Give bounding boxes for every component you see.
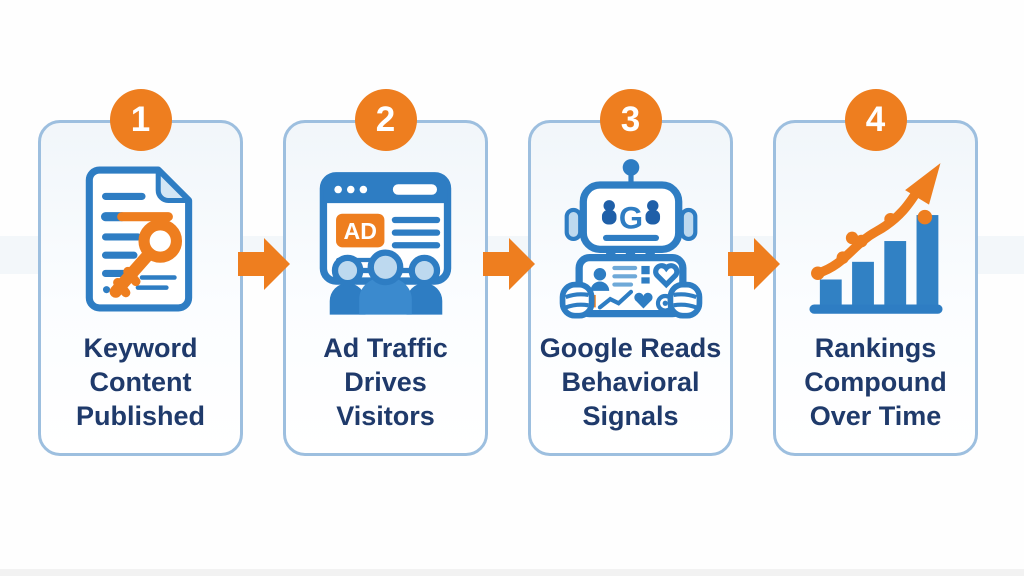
step-2-label: Ad Traffic Drives Visitors bbox=[286, 331, 485, 433]
robot-hands bbox=[559, 281, 702, 319]
step-4-label: Rankings Compound Over Time bbox=[776, 331, 975, 433]
arrow-head bbox=[904, 163, 940, 205]
step-1-number-badge: 1 bbox=[109, 89, 172, 151]
google-robot-signals-icon: G bbox=[552, 159, 710, 319]
step-card-4: 4 bbox=[773, 89, 978, 456]
ad-browser-visitors-icon: AD bbox=[307, 161, 465, 319]
chart-line-icon bbox=[597, 289, 633, 310]
step-label-line: Drives bbox=[344, 367, 427, 397]
step-label-line: Rankings bbox=[814, 333, 937, 363]
curve-dots bbox=[810, 209, 932, 281]
document-fold bbox=[155, 167, 191, 204]
step-label-line: Compound bbox=[804, 367, 947, 397]
right-arrow-icon bbox=[728, 238, 780, 290]
step-card-3: 3 G bbox=[528, 89, 733, 456]
robot-ear-left bbox=[564, 207, 582, 242]
step-label-line: Published bbox=[75, 401, 205, 431]
right-arrow-icon bbox=[238, 238, 290, 290]
step-3-label: Google Reads Behavioral Signals bbox=[531, 331, 730, 433]
robot-ear-right bbox=[679, 207, 697, 242]
browser-address-pill bbox=[392, 184, 437, 195]
browser-header-bar bbox=[322, 175, 448, 204]
step-label-line: Visitors bbox=[336, 401, 435, 431]
step-label-line: Google Reads bbox=[539, 333, 722, 363]
step-label-line: Content bbox=[89, 367, 192, 397]
step-label-line: Signals bbox=[582, 401, 679, 431]
step-label-line: Over Time bbox=[809, 401, 942, 431]
heart-icon bbox=[652, 263, 679, 289]
background-bottom-strip bbox=[0, 569, 1024, 576]
robot-eyes bbox=[601, 200, 660, 225]
step-label-line: Behavioral bbox=[561, 367, 700, 397]
step-card-1: 1 bbox=[38, 89, 243, 456]
chart-baseline bbox=[808, 304, 943, 314]
small-heart-icon bbox=[633, 292, 653, 309]
ad-badge bbox=[335, 213, 384, 248]
small-text-lines bbox=[135, 275, 177, 290]
step-4-number-badge: 4 bbox=[844, 89, 907, 151]
step-1-label: Keyword Content Published bbox=[41, 331, 240, 433]
step-label-line: Ad Traffic bbox=[323, 333, 448, 363]
right-arrow-icon bbox=[483, 238, 535, 290]
step-label-line: Keyword bbox=[83, 333, 198, 363]
robot-g-letter: G bbox=[618, 201, 642, 236]
chart-bars bbox=[819, 215, 938, 307]
step-3-number-badge: 3 bbox=[599, 89, 662, 151]
bullet-dot bbox=[102, 286, 110, 294]
document-text-lines bbox=[100, 192, 146, 277]
key-icon bbox=[109, 219, 182, 298]
page-text-lines bbox=[391, 216, 440, 249]
ad-badge-text: AD bbox=[343, 218, 376, 244]
rankings-growth-chart-icon bbox=[797, 161, 955, 319]
keyword-document-icon bbox=[62, 161, 220, 319]
step-2-number-badge: 2 bbox=[354, 89, 417, 151]
growth-curve bbox=[812, 179, 926, 278]
step-card-2: 2 AD bbox=[283, 89, 488, 456]
browser-dots bbox=[333, 185, 367, 194]
visitor-people bbox=[329, 249, 442, 315]
